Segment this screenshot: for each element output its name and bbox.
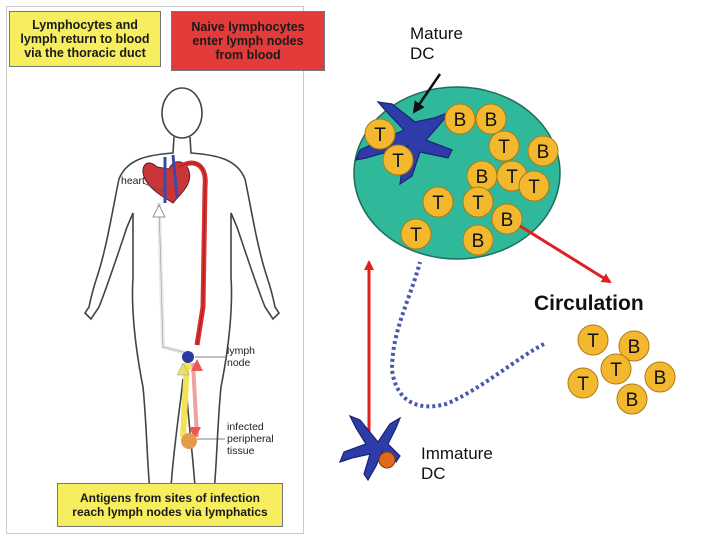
node-cell: B bbox=[527, 135, 559, 167]
svg-text:T: T bbox=[472, 193, 484, 214]
node-cells: T T B B T B B T T T T T B B bbox=[364, 103, 559, 256]
circulation-cell: B bbox=[644, 361, 676, 393]
node-cell: T bbox=[488, 130, 520, 162]
svg-text:T: T bbox=[587, 331, 599, 352]
svg-text:T: T bbox=[498, 137, 510, 158]
svg-text:B: B bbox=[485, 110, 498, 131]
mature-dc-pointer bbox=[412, 73, 442, 114]
circulation-cell: B bbox=[616, 383, 648, 415]
svg-text:T: T bbox=[410, 225, 422, 246]
svg-text:B: B bbox=[628, 337, 641, 358]
svg-text:B: B bbox=[537, 142, 550, 163]
svg-text:B: B bbox=[654, 368, 667, 389]
svg-text:T: T bbox=[392, 151, 404, 172]
svg-text:B: B bbox=[476, 167, 489, 188]
circulation-cell: T bbox=[600, 353, 632, 385]
infected-tissue-dot bbox=[181, 433, 197, 449]
heart-icon bbox=[142, 154, 191, 204]
node-cell: T bbox=[422, 186, 454, 218]
node-cell: T bbox=[462, 186, 494, 218]
node-cell: B bbox=[491, 203, 523, 235]
node-cell: T bbox=[400, 218, 432, 250]
immature-dc-icon bbox=[338, 414, 402, 482]
heart-label: heart bbox=[121, 175, 145, 187]
svg-text:T: T bbox=[528, 177, 540, 198]
svg-text:T: T bbox=[432, 193, 444, 214]
svg-text:T: T bbox=[577, 374, 589, 395]
node-cell: B bbox=[466, 160, 498, 192]
mature-dc-icon bbox=[355, 101, 453, 186]
svg-text:T: T bbox=[506, 167, 518, 188]
human-body-figure bbox=[83, 87, 281, 520]
svg-text:T: T bbox=[374, 125, 386, 146]
svg-text:B: B bbox=[454, 110, 467, 131]
node-cell: T bbox=[382, 144, 414, 176]
circulation-cells: T B T T B B bbox=[567, 324, 676, 415]
node-cell: B bbox=[462, 224, 494, 256]
exit-arrow bbox=[519, 224, 612, 284]
node-cell: T bbox=[364, 118, 396, 150]
lymph-node-dot bbox=[182, 351, 194, 363]
circulation-cell: T bbox=[567, 367, 599, 399]
svg-text:B: B bbox=[626, 390, 639, 411]
lymphatic-dotted-path bbox=[389, 261, 545, 409]
circulation-cell: T bbox=[577, 324, 609, 356]
svg-text:B: B bbox=[501, 210, 514, 231]
node-cell: T bbox=[518, 170, 550, 202]
node-cell: B bbox=[475, 103, 507, 135]
svg-text:B: B bbox=[472, 231, 485, 252]
circulation-cell: B bbox=[618, 330, 650, 362]
node-cell: B bbox=[444, 103, 476, 135]
svg-text:T: T bbox=[610, 360, 622, 381]
circulation-label: Circulation bbox=[534, 292, 644, 315]
